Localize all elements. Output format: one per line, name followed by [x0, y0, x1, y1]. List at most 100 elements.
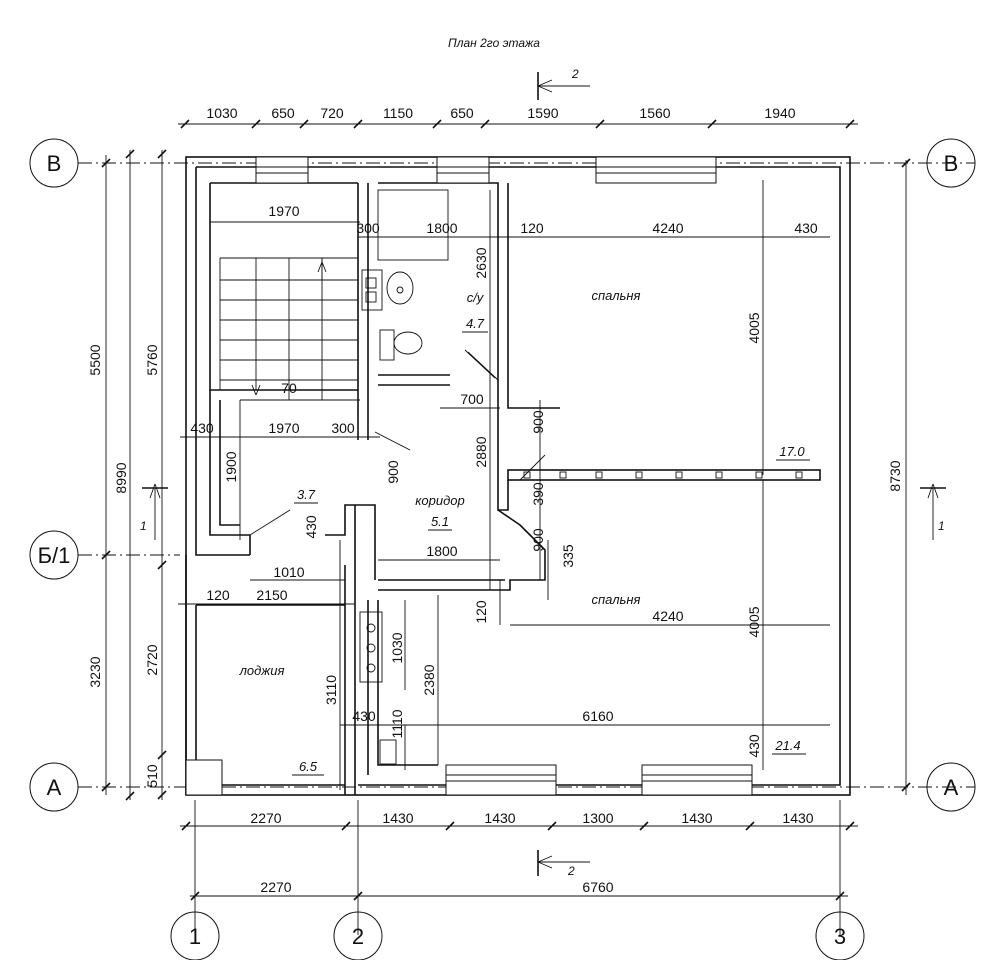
- dim-bottom: 1430: [782, 810, 813, 826]
- section-mark-top: 2: [537, 67, 590, 100]
- dim-top: 1940: [764, 105, 795, 121]
- svg-text:2: 2: [571, 67, 579, 81]
- axis-bubble-2: 2: [333, 911, 383, 960]
- dim-left: 510: [144, 764, 160, 788]
- room-bedroom1-name: спальня: [591, 288, 640, 303]
- svg-text:1030: 1030: [389, 632, 405, 663]
- svg-text:4240: 4240: [652, 608, 683, 624]
- dimension-lines: [101, 119, 911, 901]
- svg-text:700: 700: [460, 391, 484, 407]
- dim-left: 2720: [144, 644, 160, 675]
- section-mark-bottom: 2: [537, 850, 590, 878]
- svg-text:2380: 2380: [421, 664, 437, 695]
- dim-bottom: 1430: [484, 810, 515, 826]
- axis-bubble-1: 1: [170, 911, 220, 960]
- svg-text:1: 1: [140, 519, 147, 533]
- room-stair-area: 3.7: [297, 487, 316, 502]
- svg-text:900: 900: [530, 528, 546, 552]
- svg-text:Б/1: Б/1: [38, 543, 71, 568]
- axis-bubble-A-right: А: [926, 762, 976, 812]
- svg-text:1970: 1970: [268, 420, 299, 436]
- svg-text:1110: 1110: [389, 709, 405, 738]
- plan-title: План 2го этажа: [448, 36, 540, 50]
- svg-text:300: 300: [356, 220, 380, 236]
- svg-text:6160: 6160: [582, 708, 613, 724]
- dim-bottom: 6760: [582, 879, 613, 895]
- dim-bottom: 1300: [582, 810, 613, 826]
- section-mark-left: 1: [140, 483, 168, 540]
- dim-left: 5760: [144, 344, 160, 375]
- room-bedroom1-area: 17.0: [779, 444, 805, 459]
- svg-text:900: 900: [530, 410, 546, 434]
- svg-text:900: 900: [385, 460, 401, 484]
- svg-text:1: 1: [189, 924, 201, 949]
- dim-top: 1030: [206, 105, 237, 121]
- dim-bottom: 1430: [382, 810, 413, 826]
- dimension-texts: 1030 650 720 1150 650 1590 1560 1940 227…: [87, 105, 903, 895]
- dim-left: 3230: [87, 656, 103, 687]
- svg-text:3110: 3110: [323, 675, 339, 705]
- svg-text:2630: 2630: [473, 247, 489, 278]
- svg-text:3: 3: [834, 924, 846, 949]
- svg-text:1800: 1800: [426, 220, 457, 236]
- svg-text:2150: 2150: [256, 587, 287, 603]
- svg-text:2: 2: [352, 924, 364, 949]
- bath-fixtures: [361, 189, 496, 379]
- axis-bubble-V-left: В: [29, 138, 79, 188]
- svg-text:1010: 1010: [273, 564, 304, 580]
- dim-top: 1150: [383, 105, 413, 121]
- axis-bubble-3: 3: [815, 911, 865, 960]
- svg-text:1: 1: [938, 519, 945, 533]
- svg-text:70: 70: [281, 380, 297, 396]
- dim-top: 1560: [639, 105, 670, 121]
- svg-text:430: 430: [303, 515, 319, 539]
- dim-bottom: 2270: [260, 879, 291, 895]
- axis-lines: [78, 162, 975, 935]
- kitchen-units: [359, 611, 397, 765]
- svg-text:120: 120: [206, 587, 230, 603]
- dim-top: 1590: [527, 105, 558, 121]
- room-loggia-name: лоджия: [239, 663, 285, 678]
- svg-text:390: 390: [530, 482, 546, 506]
- svg-text:В: В: [47, 151, 62, 176]
- svg-text:430: 430: [190, 420, 214, 436]
- dim-left: 5500: [87, 344, 103, 375]
- wall-posts: [523, 471, 803, 479]
- svg-text:300: 300: [331, 420, 355, 436]
- svg-text:1970: 1970: [268, 203, 299, 219]
- svg-text:А: А: [47, 775, 62, 800]
- dim-bottom: 1430: [681, 810, 712, 826]
- room-corridor-area: 5.1: [431, 514, 449, 529]
- section-mark-right: 1: [920, 483, 946, 540]
- dim-top: 720: [320, 105, 344, 121]
- svg-text:335: 335: [560, 544, 576, 568]
- room-bedroom2-name: спальня: [591, 592, 640, 607]
- svg-text:430: 430: [794, 220, 818, 236]
- svg-text:4005: 4005: [746, 312, 762, 343]
- dim-top: 650: [450, 105, 474, 121]
- svg-text:430: 430: [352, 708, 376, 724]
- room-corridor-name: коридор: [415, 493, 464, 508]
- axis-bubble-B1: Б/1: [29, 530, 79, 580]
- room-bedroom2-area: 21.4: [774, 738, 800, 753]
- svg-text:430: 430: [746, 734, 762, 758]
- room-bath-area: 4.7: [466, 316, 485, 331]
- doors: [249, 351, 546, 551]
- svg-text:1900: 1900: [223, 451, 239, 482]
- svg-text:120: 120: [520, 220, 544, 236]
- room-labels: с/у 4.7 спальня 17.0 коридор 5.1 3.7 спа…: [239, 288, 810, 776]
- svg-text:4240: 4240: [652, 220, 683, 236]
- room-loggia-area: 6.5: [299, 759, 318, 774]
- svg-text:120: 120: [473, 600, 489, 624]
- dim-top: 650: [271, 105, 295, 121]
- dim-right: 8730: [887, 460, 903, 491]
- svg-text:1800: 1800: [426, 543, 457, 559]
- windows: [185, 156, 753, 796]
- dim-bottom: 2270: [250, 810, 281, 826]
- stair-treads: [219, 257, 358, 400]
- room-bath-name: с/у: [467, 290, 485, 305]
- svg-text:2880: 2880: [473, 436, 489, 467]
- dim-left: 8990: [113, 462, 129, 493]
- svg-text:4005: 4005: [746, 606, 762, 637]
